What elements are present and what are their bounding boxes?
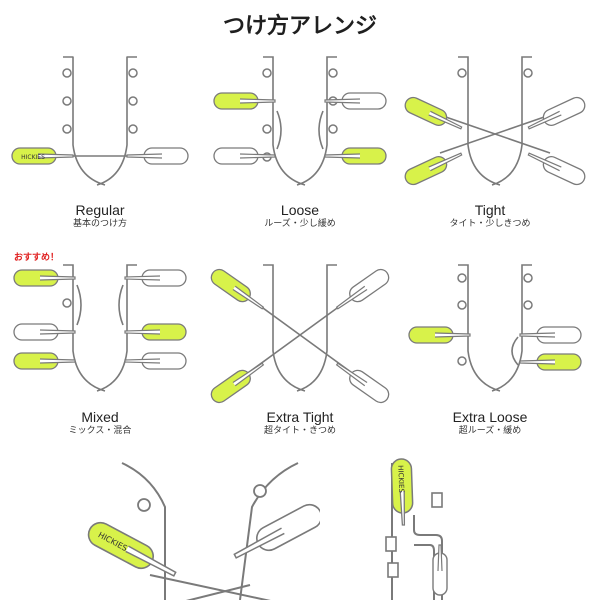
arrangement-name: Regular: [75, 202, 125, 218]
caption-loose: Loose ルーズ・少し緩め: [210, 202, 390, 230]
arrangement-name: Extra Tight: [266, 409, 334, 425]
recommended-badge: おすすめ！: [14, 253, 60, 263]
caption-extra-loose: Extra Loose 超ルーズ・緩め: [400, 409, 580, 437]
caption-tight: Tight タイト・少しきつめ: [400, 202, 580, 230]
arrangement-subtitle: タイト・少しきつめ: [449, 219, 531, 229]
arrangement-name: Loose: [280, 202, 320, 218]
diagram-extra-tight: [210, 264, 390, 404]
arrangement-name: Tight: [474, 202, 506, 218]
arrangement-subtitle: 超タイト・きつめ: [263, 426, 336, 436]
brand-mark: HICKIES: [21, 154, 45, 161]
arrangement-name: Extra Loose: [452, 409, 528, 425]
detail-diagram-side: HICKIES: [385, 458, 448, 600]
page-title: つけ方アレンジ: [222, 14, 377, 39]
caption-extra-tight: Extra Tight 超タイト・きつめ: [210, 409, 390, 437]
diagram-tight: [404, 56, 586, 186]
caption-regular: Regular 基本のつけ方: [10, 202, 190, 230]
diagram-extra-loose: [408, 264, 582, 392]
arrangement-subtitle: 超ルーズ・緩め: [458, 426, 522, 436]
arrangement-subtitle: ミックス・混合: [68, 426, 132, 436]
diagram-regular: HICKIES: [11, 56, 189, 186]
diagram-loose: [213, 56, 387, 186]
detail-diagram-front: HICKIES: [87, 462, 320, 600]
arrangement-subtitle: 基本のつけ方: [72, 219, 127, 229]
arrangement-subtitle: ルーズ・少し緩め: [264, 219, 336, 229]
arrangement-name: Mixed: [81, 409, 119, 425]
diagram-mixed: [13, 264, 187, 392]
caption-mixed: Mixed ミックス・混合: [10, 409, 190, 437]
brand-mark: HICKIES: [396, 465, 405, 494]
